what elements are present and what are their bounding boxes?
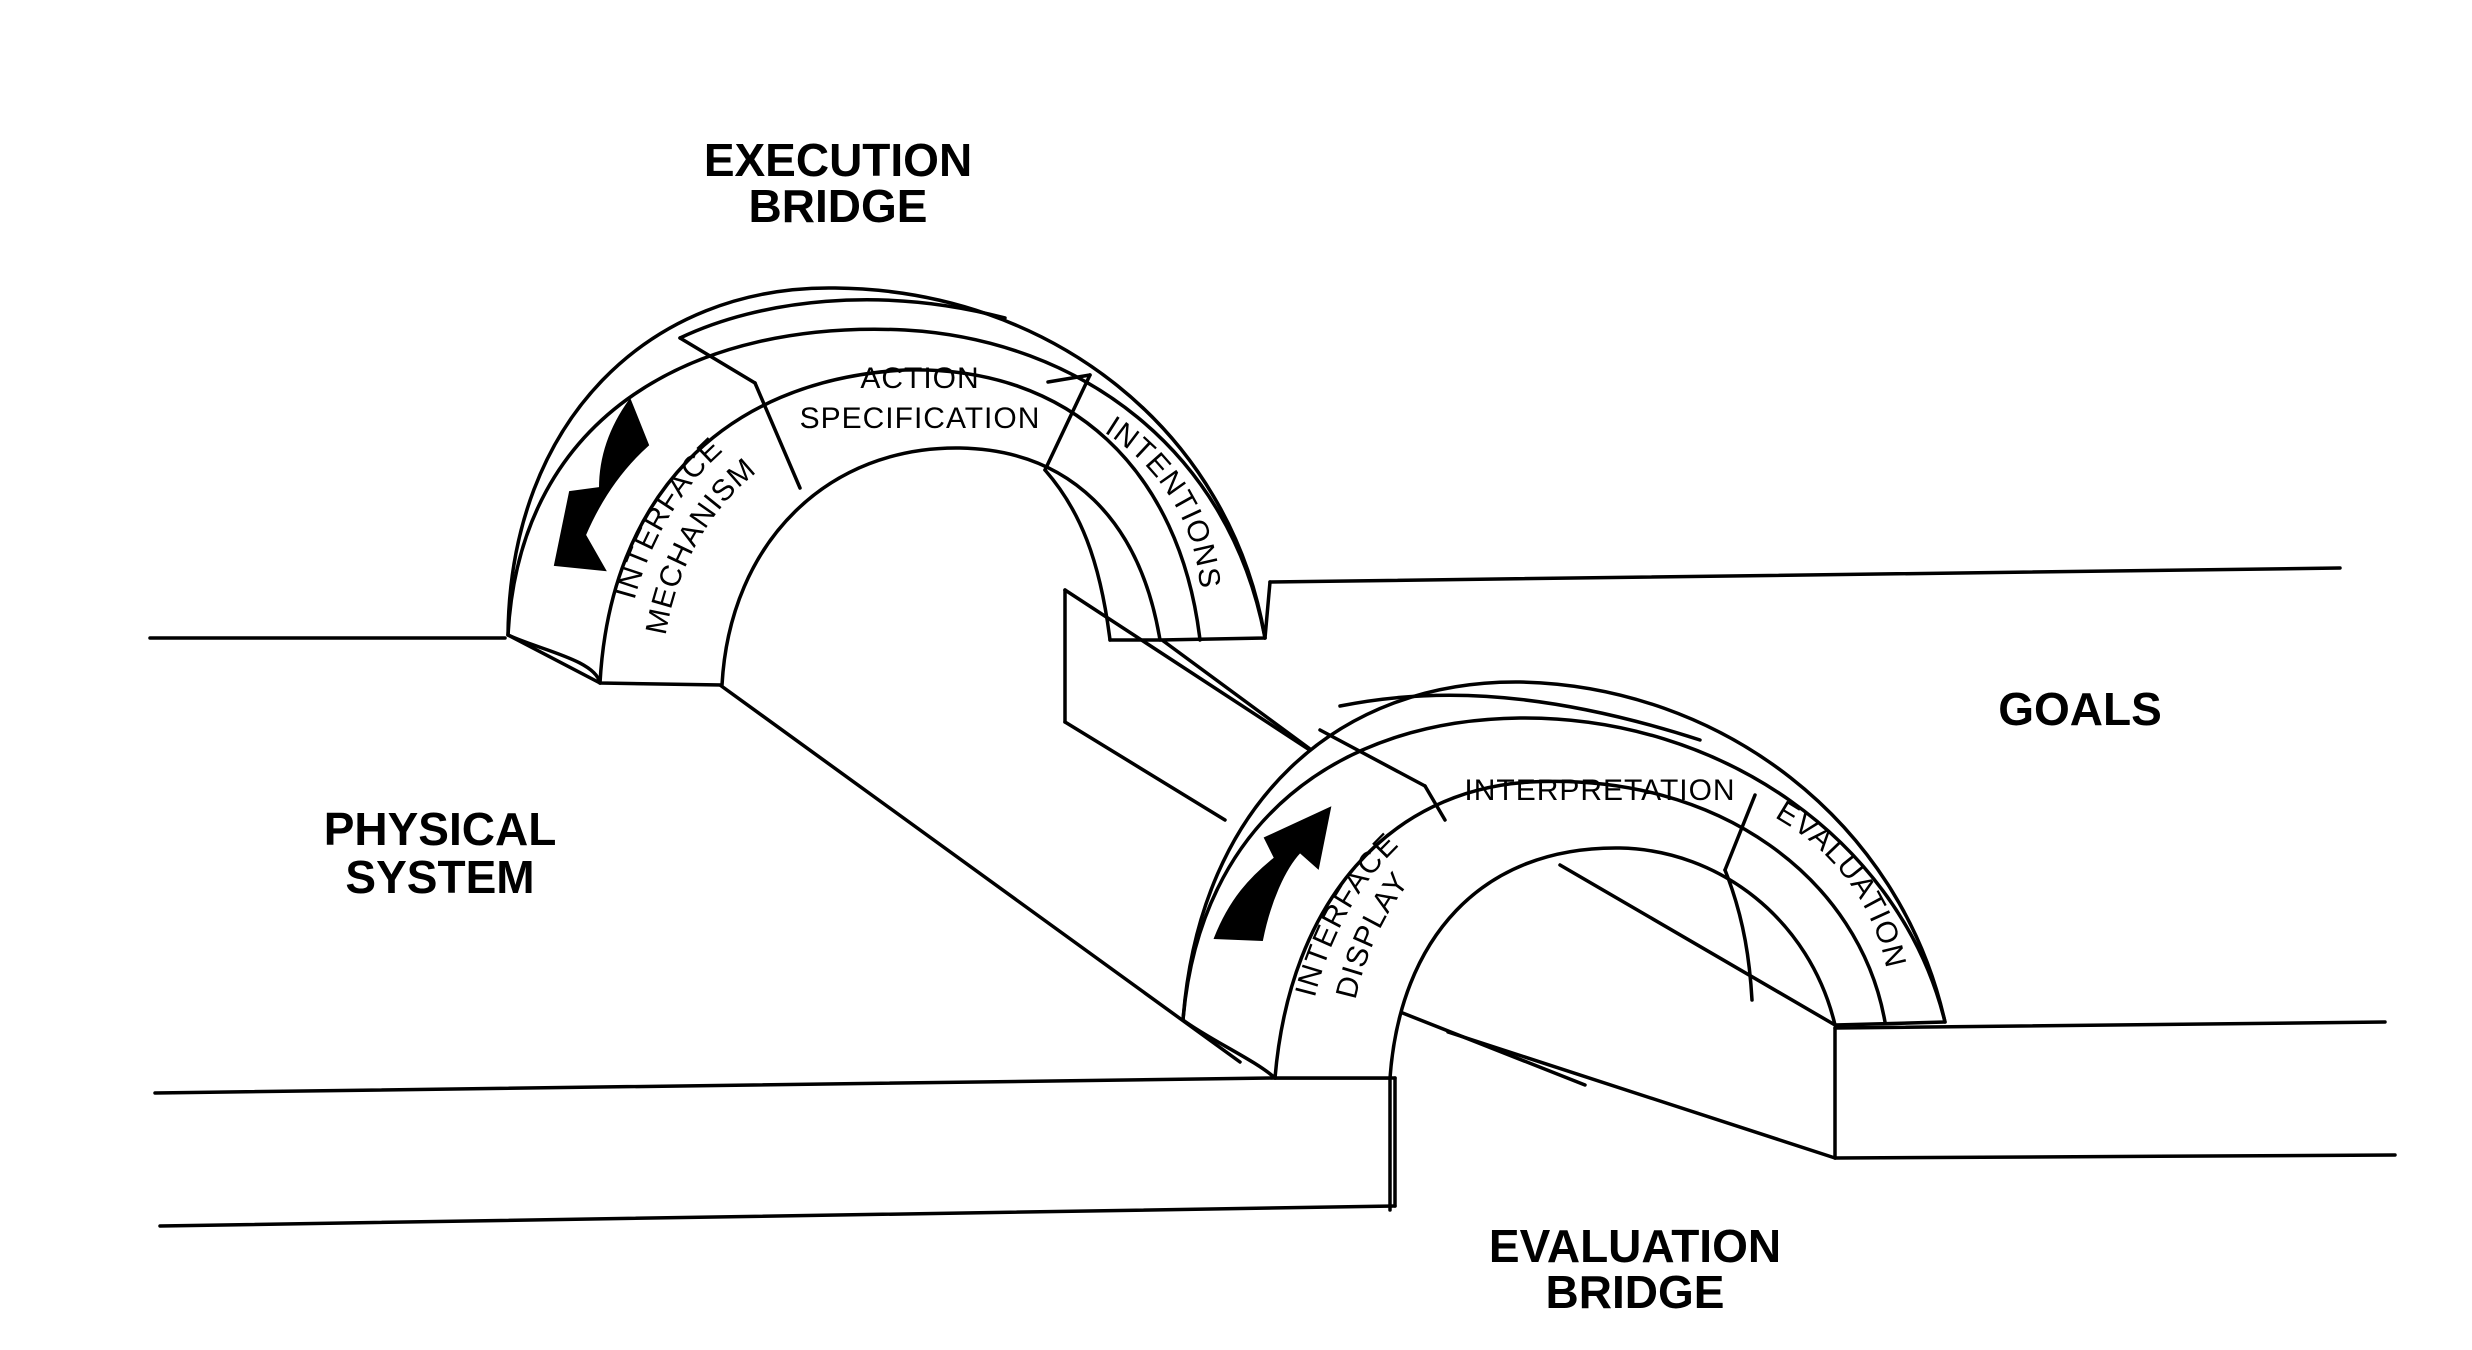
- execution-bridge-label-line2: BRIDGE: [749, 180, 928, 232]
- curved-arrow-down-icon: [553, 397, 650, 572]
- interpretation-label: INTERPRETATION: [1464, 774, 1735, 807]
- ground-lines: [148, 566, 2397, 1228]
- evaluation-bridge-label-line1: EVALUATION: [1489, 1220, 1781, 1272]
- goals-label: GOALS: [1998, 683, 2162, 735]
- physical-system-label-line1: PHYSICAL: [324, 803, 557, 855]
- curved-arrow-up-icon: [1213, 806, 1332, 942]
- evaluation-deck: [1393, 863, 1837, 1160]
- execution-arch: [506, 286, 1272, 687]
- evaluation-arch: [1181, 680, 1947, 1212]
- action-spec-line2: SPECIFICATION: [800, 402, 1041, 435]
- action-spec-line1: ACTION: [860, 362, 979, 395]
- evaluation-bridge-label-line2: BRIDGE: [1546, 1266, 1725, 1318]
- physical-system-label-line2: SYSTEM: [345, 851, 534, 903]
- execution-bridge-label-line1: EXECUTION: [704, 134, 972, 186]
